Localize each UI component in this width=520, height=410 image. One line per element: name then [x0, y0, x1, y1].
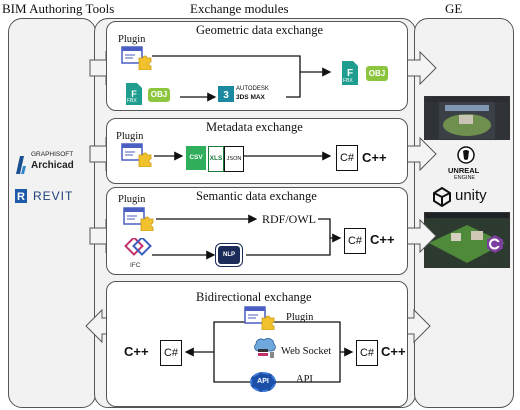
bim-tools-panel: [8, 18, 96, 408]
xls-file-icon: XLS: [208, 146, 224, 172]
unreal-logo: UNREAL ENGINE: [444, 146, 488, 186]
max-line1: AUTODESK: [236, 86, 269, 92]
unreal-screenshot-image: [425, 97, 509, 139]
fbx-file-icon: F: [126, 83, 142, 105]
revit-icon: R: [15, 189, 27, 203]
svg-text:F: F: [131, 89, 137, 99]
metadata-title: Metadata exchange: [206, 120, 303, 134]
unity-logo: unity: [432, 186, 502, 208]
bidirectional-loop: [213, 321, 341, 383]
arrow-geometric-out: [405, 50, 437, 86]
semantic-title: Semantic data exchange: [196, 189, 317, 203]
metadata-cpp-label: C++: [362, 150, 387, 165]
web-socket-icon: [254, 338, 276, 358]
csharp-badge-icon: [486, 234, 504, 254]
semantic-rdf-line: [318, 218, 342, 243]
archicad-maker: GRAPHISOFT: [31, 151, 74, 158]
game-engines-title: GE: [445, 1, 463, 16]
unreal-title: UNREAL: [448, 166, 480, 175]
plugin-icon: [123, 207, 154, 231]
archicad-name: Archicad: [31, 160, 74, 171]
unreal-icon: [457, 146, 475, 164]
plugin-icon: [121, 143, 152, 167]
semantic-plugin-label: Plugin: [118, 194, 146, 205]
rdf-owl-label: RDF/OWL: [262, 212, 316, 226]
unreal-screenshot: [424, 96, 510, 140]
csv-file-icon: CSV: [186, 146, 206, 170]
web-socket-label: Web Socket: [281, 346, 332, 357]
unity-icon: [433, 187, 451, 207]
fbx-output-label: FBX: [343, 78, 353, 84]
geometric-title: Geometric data exchange: [196, 23, 324, 37]
bim-tools-title: BIM Authoring Tools: [2, 1, 115, 16]
obj-badge: OBJ: [148, 88, 170, 102]
metadata-csharp-icon: C#: [336, 145, 358, 171]
bidirectional-csharp-right-icon: C#: [356, 340, 378, 366]
revit-name: REVIT: [33, 189, 74, 203]
archicad-icon: [16, 156, 26, 174]
exchange-modules-title: Exchange modules: [190, 1, 289, 16]
plugin-icon: [121, 46, 152, 70]
3ds-max-icon: 3: [218, 86, 234, 102]
ifc-label: IFC: [130, 262, 141, 269]
fbx-label: FBX: [127, 98, 137, 104]
fbx-output-icon: F: [342, 61, 358, 85]
revit-logo: R REVIT: [14, 186, 94, 208]
geometric-max-up-line: [286, 72, 301, 98]
arrow-semantic-out: [405, 218, 437, 254]
geometric-plugin-label: Plugin: [118, 34, 146, 45]
semantic-nlp-line: [246, 238, 331, 256]
bidirectional-title: Bidirectional exchange: [196, 290, 312, 304]
plugin-icon: [244, 306, 275, 330]
svg-text:3: 3: [223, 90, 229, 101]
archicad-logo: GRAPHISOFT Archicad: [14, 150, 94, 180]
metadata-plugin-label: Plugin: [116, 131, 144, 142]
geometric-plugin-line: [152, 55, 332, 77]
obj-output-badge: OBJ: [366, 66, 388, 81]
bidirectional-plugin-label: Plugin: [286, 312, 314, 323]
bidirectional-csharp-left-icon: C#: [160, 340, 182, 366]
bidirectional-cpp-right: C++: [381, 344, 406, 359]
semantic-cpp-label: C++: [370, 232, 395, 247]
svg-text:F: F: [347, 68, 353, 79]
unity-name: unity: [455, 187, 487, 204]
nlp-chip-icon: NLP: [218, 246, 240, 264]
bidirectional-cpp-left: C++: [124, 344, 149, 359]
svg-text:R: R: [17, 191, 25, 203]
ifc-icon: [124, 238, 152, 256]
semantic-csharp-icon: C#: [344, 228, 366, 254]
arrow-metadata-out: [405, 136, 437, 172]
api-label: API: [296, 374, 313, 385]
max-line2: 3DS MAX: [236, 94, 265, 101]
json-file-icon: JSON: [224, 146, 244, 172]
api-icon: API: [250, 372, 276, 392]
unreal-subtitle: ENGINE: [454, 175, 476, 181]
